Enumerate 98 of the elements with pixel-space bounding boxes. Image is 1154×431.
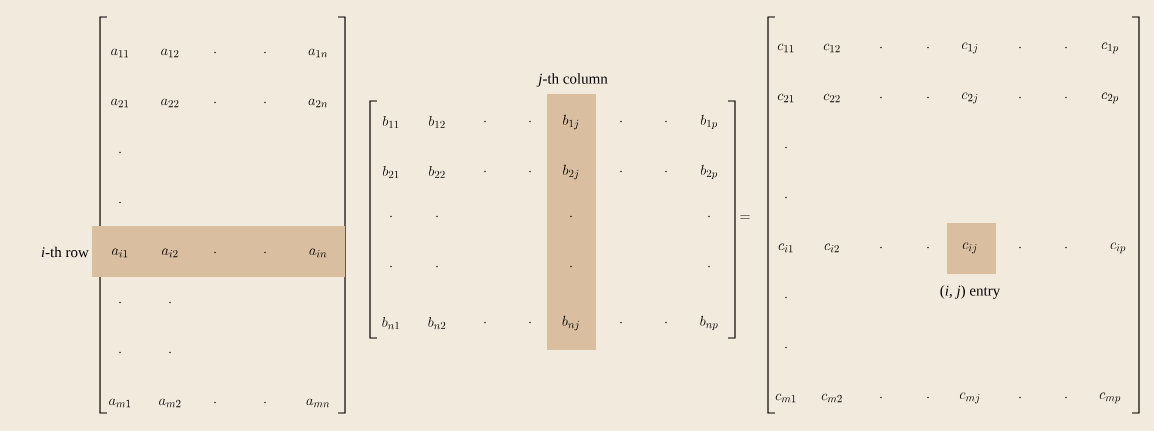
matrix-entry: $b_{np}$ [700,315,718,331]
matrix-entry: $\cdot$ [169,351,171,354]
matrix-entry: $c_{11}$ [777,43,794,53]
matrix-entry: $\cdot$ [1065,246,1067,249]
matrix-entry: $\cdot$ [927,396,929,399]
matrix-entry: $\cdot$ [1065,96,1067,99]
matrix-entry: $\cdot$ [620,120,622,123]
matrix-entry: $b_{11}$ [382,115,399,129]
matrix-entry: $\cdot$ [214,51,216,54]
matrix-entry: $b_{2j}$ [563,164,579,180]
matrix-entry: $a_{m1}$ [109,398,131,408]
matrix-entry: $\cdot$ [1065,46,1067,49]
matrix-entry: $b_{2p}$ [700,164,718,180]
matrix-entry: $c_{i2}$ [824,243,839,253]
matrix-entry: $\cdot$ [119,201,121,204]
matrix-entry: $\cdot$ [665,120,667,123]
matrix-entry: $\cdot$ [1019,46,1021,49]
matrix-entry: $\cdot$ [390,265,392,268]
highlighted-cell [940,223,1001,299]
matrix-entry: $\cdot$ [436,215,438,218]
matrix-entry: $\cdot$ [927,46,929,49]
matrix-entry: $b_{22}$ [428,165,445,179]
matrix-entry: $a_{m2}$ [159,398,181,408]
matrix-entry: $c_{1j}$ [962,42,978,54]
matrix-entry: $\cdot$ [169,301,171,304]
matrix-entry: $\cdot$ [214,251,216,254]
matrix-entry: $a_{12}$ [161,48,179,58]
matrix-entry: $\cdot$ [785,296,787,299]
matrix-entry: $b_{1p}$ [700,114,718,130]
matrix-entry: $c_{ij}$ [962,242,977,254]
matrix-entry: $a_{i1}$ [112,248,128,258]
matrix-entry: $c_{m1}$ [775,393,796,403]
matrix-entry: $c_{21}$ [777,93,794,103]
matrix-entry: $c_{ip}$ [1110,242,1126,254]
matrix-entry: $\cdot$ [880,396,882,399]
matrix-entry: $\cdot$ [880,46,882,49]
matrix-entry: $b_{12}$ [428,115,445,129]
matrix-entry: $\cdot$ [1019,96,1021,99]
highlighted-row [41,226,345,277]
matrix-entry: $\cdot$ [264,51,266,54]
matrix-entry: $c_{mp}$ [1099,392,1121,404]
matrix-entry: $\cdot$ [665,321,667,324]
matrix-entry: $b_{n1}$ [382,316,399,330]
matrix-entry: $\cdot$ [119,301,121,304]
matrix-entry: $a_{mn}$ [306,398,330,408]
matrix-entry: $c_{2j}$ [962,92,978,104]
highlighted-column [536,73,608,350]
matrix-entry: $\cdot$ [927,246,929,249]
matrix-entry: $\cdot$ [570,265,572,268]
matrix-entry: $c_{m2}$ [821,393,842,403]
matrix-entry: $\cdot$ [484,120,486,123]
matrix-entry: $c_{12}$ [823,43,840,53]
matrix-entry: $\cdot$ [785,196,787,199]
matrix-entry: $=$ [740,215,750,219]
matrix-entry: $\cdot$ [264,101,266,104]
matrix-entry: $a_{21}$ [111,98,129,108]
matrix-entry: $\cdot$ [708,215,710,218]
matrix-entry: $\cdot$ [927,96,929,99]
matrix-entry: $\cdot$ [570,215,572,218]
matrix-entry: $\cdot$ [1019,246,1021,249]
matrix-entry: $\cdot$ [1065,396,1067,399]
matrix-entry: $\cdot$ [119,151,121,154]
matrix-entry: $b_{n2}$ [428,316,446,330]
matrix-entry: $\cdot$ [214,401,216,404]
matrix-entry: $c_{22}$ [823,93,840,103]
entry-label: (i, j) entry [940,285,1001,299]
matrix-entry: $\cdot$ [620,170,622,173]
matrix-entry: $\cdot$ [436,265,438,268]
matrix-entry: $\cdot$ [264,401,266,404]
matrix-entry: $c_{1p}$ [1101,42,1119,54]
matrix-entry: $a_{2n}$ [308,98,328,108]
matrix-entry: $a_{in}$ [309,248,327,258]
matrix-entry: $c_{2p}$ [1101,92,1119,104]
matrix-entry: $\cdot$ [880,96,882,99]
matrix-entry: $\cdot$ [785,346,787,349]
matrix-entry: $\cdot$ [484,321,486,324]
matrix-entry: $c_{i1}$ [778,243,793,253]
matrix-entry: $b_{1j}$ [563,114,579,130]
row-label: i-th row [41,246,89,258]
matrix-entry: $\cdot$ [785,146,787,149]
matrix-entry: $b_{nj}$ [562,315,579,331]
matrix-entry: $\cdot$ [264,251,266,254]
matrix-entry: $b_{21}$ [382,165,399,179]
matrix-entry: $\cdot$ [484,170,486,173]
matrix-entry: $\cdot$ [620,321,622,324]
matrix-entry: $c_{mj}$ [959,392,980,404]
matrix-entry: $a_{1n}$ [308,48,328,58]
matrix-entry: $\cdot$ [119,351,121,354]
matrix-entry: $\cdot$ [1019,396,1021,399]
matrix-entry: $\cdot$ [214,101,216,104]
column-label: j-th column [536,73,608,87]
matrix-entry: $\cdot$ [390,215,392,218]
matrix-entry: $a_{22}$ [161,98,179,108]
matrix-entry: $\cdot$ [708,265,710,268]
matrix-entry: $a_{11}$ [111,48,129,58]
matrix-entry: $\cdot$ [665,170,667,173]
matrix-entry: $a_{i2}$ [162,248,178,258]
matrix-entry: $\cdot$ [880,246,882,249]
